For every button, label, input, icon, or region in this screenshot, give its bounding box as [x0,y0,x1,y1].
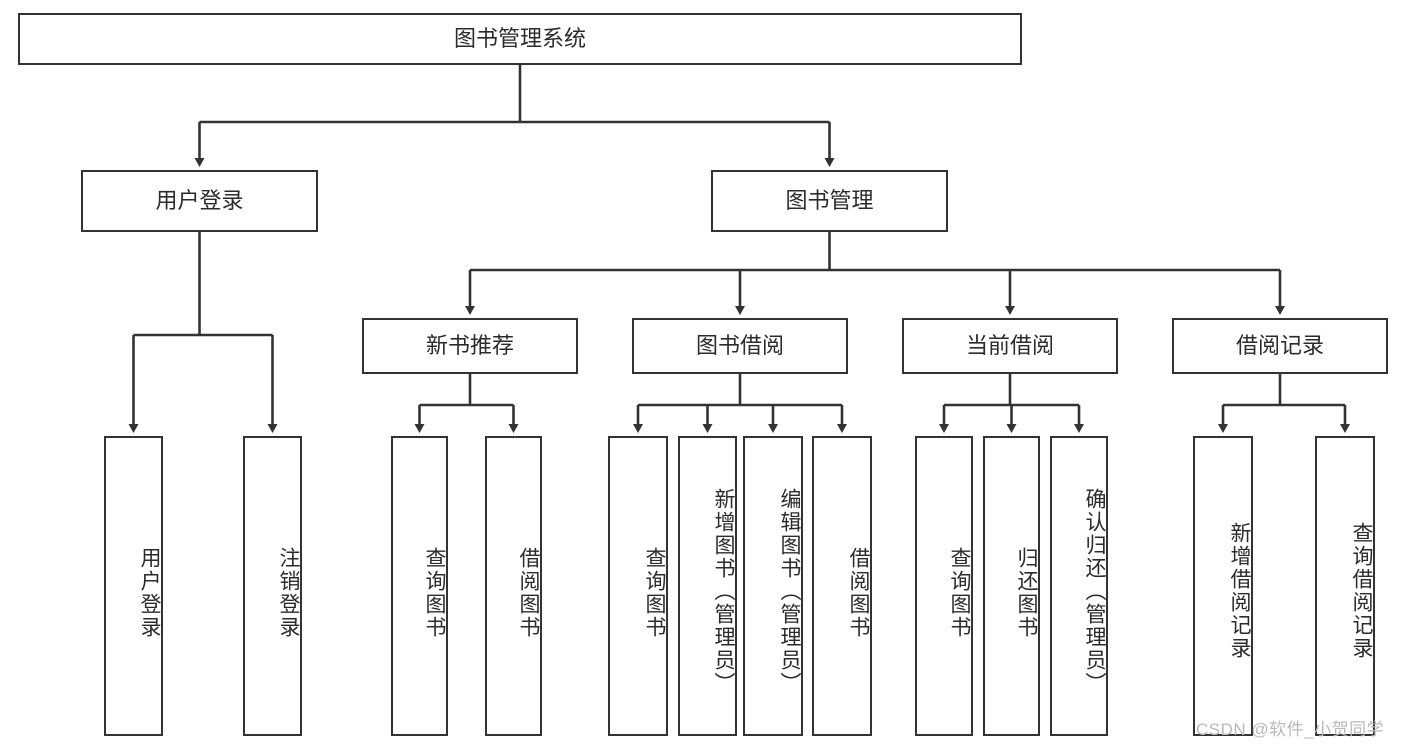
node-user-login: 用户登录 [81,170,318,232]
node-leaf-user-login: 用户登录 [104,436,163,736]
node-leaf-edit-book-admin: 编辑图书（管理员） [743,436,803,736]
node-leaf-add-book-admin: 新增图书（管理员） [678,436,737,736]
node-book-borrow: 图书借阅 [632,318,848,374]
node-leaf-confirm-return-admin: 确认归还（管理员） [1050,436,1108,736]
node-label: 新书推荐 [425,333,514,359]
node-label: 新增图书（管理员） [712,487,735,695]
node-root: 图书管理系统 [18,13,1022,65]
node-book-manage: 图书管理 [711,170,948,232]
node-label: 确认归还（管理员） [1083,487,1106,695]
node-label: 用户登录 [155,188,244,214]
node-leaf-query-book-rec: 查询图书 [391,436,448,736]
node-leaf-query-book-cb: 查询图书 [915,436,973,736]
node-leaf-borrow-book-bb: 借阅图书 [812,436,872,736]
node-label: 查询图书 [948,547,971,639]
node-leaf-borrow-book-rec: 借阅图书 [485,436,542,736]
node-label: 查询图书 [423,547,446,639]
node-label: 借阅图书 [517,547,540,639]
node-label: 借阅记录 [1235,333,1324,359]
node-label: 借阅图书 [847,547,870,639]
node-leaf-user-logout: 注销登录 [243,436,302,736]
node-label: 归还图书 [1015,547,1038,639]
node-current-borrow: 当前借阅 [902,318,1118,374]
node-label: 用户登录 [138,547,161,639]
node-label: 图书管理 [785,188,874,214]
node-label: 新增借阅记录 [1228,522,1251,660]
node-label: 图书管理系统 [453,26,586,52]
node-leaf-return-book: 归还图书 [983,436,1040,736]
node-new-book-rec: 新书推荐 [362,318,578,374]
watermark-label: CSDN @软件_小贺同学 [1196,720,1385,739]
node-label: 查询借阅记录 [1350,522,1373,660]
node-label: 图书借阅 [695,333,784,359]
node-label: 编辑图书（管理员） [778,487,801,695]
node-label: 查询图书 [643,547,666,639]
node-borrow-record: 借阅记录 [1172,318,1388,374]
node-leaf-query-book-bb: 查询图书 [608,436,668,736]
node-leaf-add-borrow-record: 新增借阅记录 [1193,436,1253,736]
node-label: 注销登录 [277,547,300,639]
node-leaf-query-borrow-record: 查询借阅记录 [1315,436,1375,736]
node-label: 当前借阅 [965,333,1054,359]
